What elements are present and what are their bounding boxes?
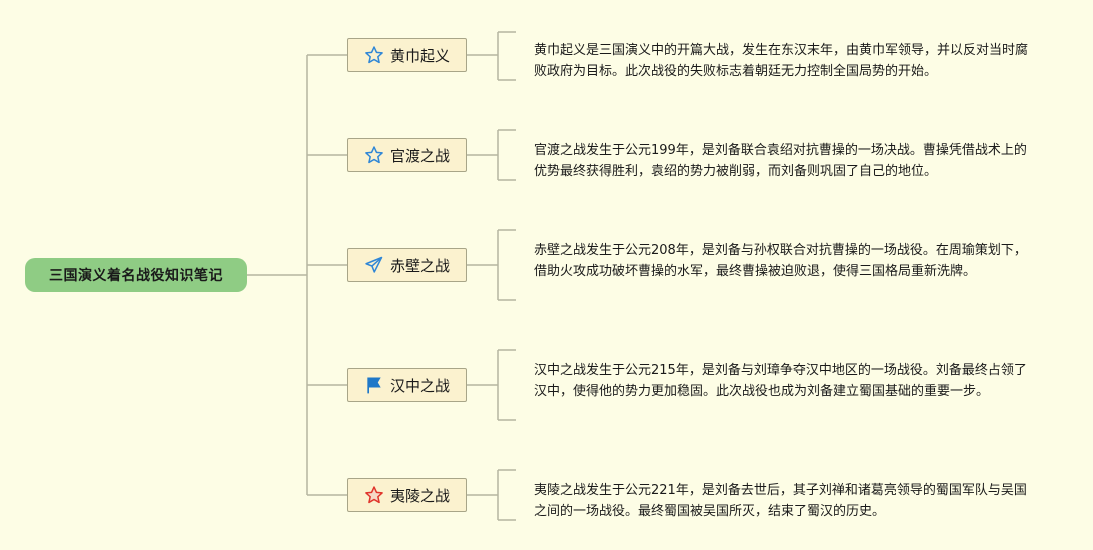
root-node[interactable]: 三国演义着名战役知识笔记 (25, 258, 247, 292)
branch-label: 汉中之战 (389, 376, 450, 395)
branch-description: 黄巾起义是三国演义中的开篇大战，发生在东汉末年，由黄巾军领导，并以反对当时腐败政… (534, 43, 1029, 79)
branch-description: 赤壁之战发生于公元208年，是刘备与孙权联合对抗曹操的一场战役。在周瑜策划下，借… (534, 243, 1027, 279)
branch-description: 官渡之战发生于公元199年，是刘备联合袁绍对抗曹操的一场决战。曹操凭借战术上的优… (534, 143, 1027, 179)
flag-icon (364, 375, 384, 395)
star-outline-icon (364, 45, 384, 65)
branch-description: 夷陵之战发生于公元221年，是刘备去世后，其子刘禅和诸葛亮领导的蜀国军队与吴国之… (534, 483, 1027, 519)
branch-node-chibi[interactable]: 赤壁之战 (347, 248, 467, 282)
branch-node-yiling[interactable]: 夷陵之战 (347, 478, 467, 512)
branch-node-hanzhong[interactable]: 汉中之战 (347, 368, 467, 402)
branch-description: 汉中之战发生于公元215年，是刘备与刘璋争夺汉中地区的一场战役。刘备最终占领了汉… (534, 363, 1027, 399)
star-outline-icon (364, 145, 384, 165)
branch-label: 赤壁之战 (389, 256, 450, 275)
paper-plane-icon (364, 255, 384, 275)
root-title: 三国演义着名战役知识笔记 (49, 268, 223, 284)
branch-label: 黄巾起义 (389, 46, 450, 65)
branch-label: 夷陵之战 (389, 486, 450, 505)
branch-node-huangjin[interactable]: 黄巾起义 (347, 38, 467, 72)
branch-label: 官渡之战 (389, 146, 450, 165)
star-red-icon (364, 485, 384, 505)
branch-node-guandu[interactable]: 官渡之战 (347, 138, 467, 172)
